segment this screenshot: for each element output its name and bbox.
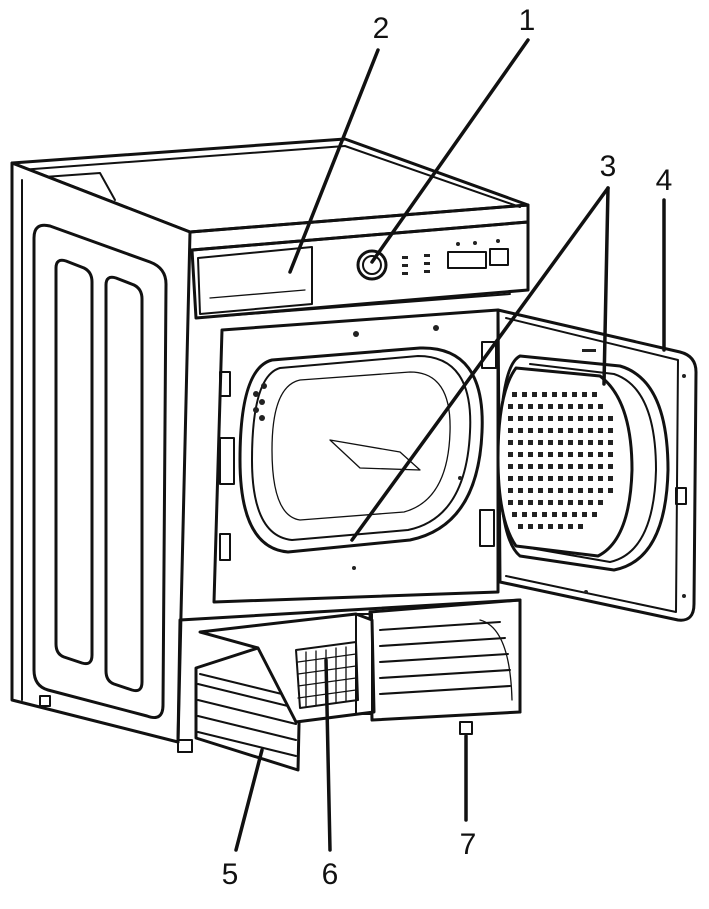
indicator-lights [402, 254, 430, 275]
leader-6 [324, 658, 332, 852]
callout-labels: 1 2 3 4 5 6 7 [222, 4, 673, 891]
open-door [479, 308, 698, 622]
callout-3: 3 [600, 150, 617, 183]
leader-lines [234, 38, 666, 852]
callout-5: 5 [222, 858, 239, 891]
leader-1 [370, 38, 530, 264]
callout-2: 2 [373, 12, 390, 45]
filter-mesh [508, 392, 613, 529]
callout-1: 1 [519, 4, 536, 37]
leader-5 [234, 748, 264, 852]
program-knob [356, 249, 388, 281]
control-panel [190, 220, 530, 320]
start-pause-button [447, 251, 487, 269]
callout-4: 4 [656, 164, 673, 197]
dryer-cabinet [10, 137, 530, 753]
callout-7: 7 [460, 828, 477, 861]
option-button [489, 248, 509, 266]
condenser-area [194, 598, 522, 772]
callout-6: 6 [322, 858, 339, 891]
leader-3a [350, 186, 610, 542]
leader-3b [602, 186, 610, 386]
condenser-grid [297, 646, 357, 707]
fluff-filter [496, 366, 634, 558]
drum-opening [195, 293, 511, 604]
leader-2 [288, 48, 380, 274]
